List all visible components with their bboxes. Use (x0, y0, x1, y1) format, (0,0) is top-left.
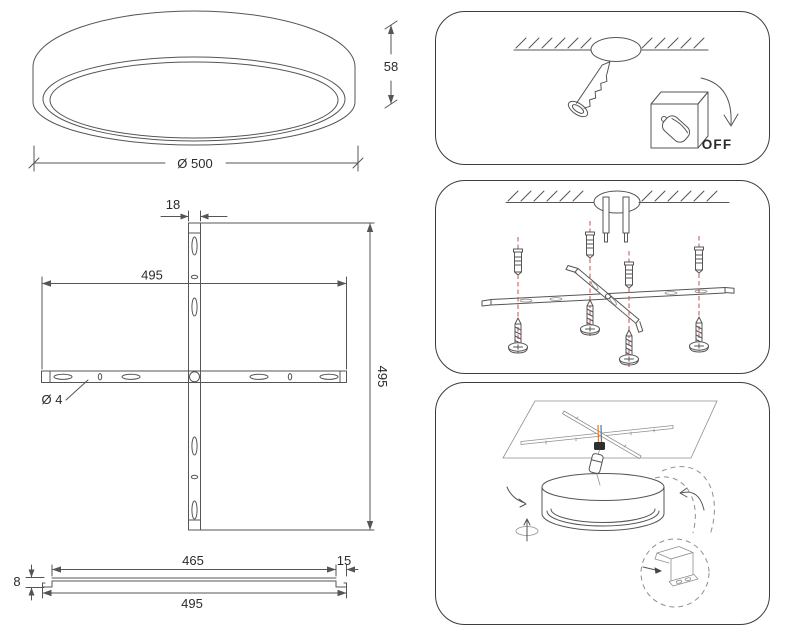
spring-clip-icon (642, 546, 699, 587)
switch-off-label: OFF (702, 137, 733, 152)
step-3-panel (435, 382, 770, 625)
profile-total-label: 495 (181, 596, 203, 611)
rotation-arrow-icon (506, 486, 539, 542)
dim-lamp-diameter: Ø 500 (28, 145, 364, 172)
bracket-profile-view (42, 577, 347, 588)
ceiling-hatch (513, 37, 709, 51)
profile-end-label: 15 (337, 553, 351, 568)
mounting-hole (590, 37, 642, 62)
ceiling-hatch (505, 190, 730, 203)
plug-connector-icon (588, 453, 604, 474)
dim-lamp-height: 58 (384, 20, 398, 109)
attach-arrow-icon (679, 487, 705, 511)
screw-icon (508, 299, 709, 366)
ceiling-plane (502, 400, 718, 459)
arrow-down-icon (700, 77, 739, 127)
mounting-cross (520, 410, 674, 459)
detail-circle (640, 538, 710, 608)
dim-profile-end: 15 (337, 553, 359, 577)
profile-inner-label: 465 (182, 553, 204, 568)
technical-drawings: 58 Ø 500 (13, 10, 398, 611)
step-1-panel: OFF (435, 11, 770, 165)
mounting-cross (481, 265, 735, 333)
wall-anchor-icon (513, 231, 704, 289)
bracket-height-label: 495 (375, 366, 390, 388)
step-3-illustration (502, 400, 718, 608)
dim-profile-total: 495 (42, 582, 347, 611)
dim-bracket-width: 495 (41, 268, 347, 370)
lamp-icon (541, 473, 665, 531)
supply-wires (602, 196, 630, 243)
bracket-bar-width-label: 18 (166, 197, 180, 212)
profile-thickness-label: 8 (13, 574, 20, 589)
pointer-arrow-icon (654, 567, 662, 574)
dim-profile-thickness: 8 (13, 564, 45, 601)
bracket-width-label: 495 (141, 268, 163, 283)
dim-profile-inner: 465 (51, 553, 337, 577)
lamp-diameter-label: Ø 500 (177, 156, 212, 171)
mounting-hole (593, 190, 641, 214)
step-2-panel (435, 180, 770, 374)
dim-bracket-height: 495 (200, 222, 390, 531)
detail-leader (654, 466, 715, 536)
mounting-cross-plan-view (41, 222, 347, 531)
power-switch-icon (650, 91, 709, 149)
step-2-illustration (481, 190, 735, 367)
dim-bracket-bar-width: 18 (160, 197, 228, 222)
dim-bracket-hole: Ø 4 (42, 379, 89, 407)
step-1-illustration: OFF (513, 37, 739, 152)
lamp-side-view (32, 10, 356, 146)
screw-icon (567, 61, 611, 118)
lamp-height-label: 58 (384, 59, 398, 74)
bracket-hole-label: Ø 4 (42, 392, 63, 407)
